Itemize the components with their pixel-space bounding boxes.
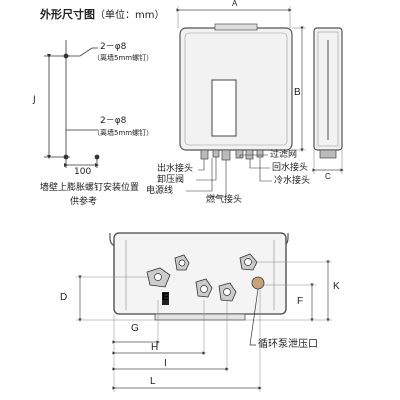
label-return: 回水接头 [272,163,309,173]
mount-hole-bottom [63,154,69,160]
dim-l-label: L [150,376,156,387]
dim-h-label: H [151,342,159,353]
dim-b-label: B [294,87,301,98]
label-pump-relief: 循环泵泄压口 [258,339,318,350]
label-power-cord: 电源线 [146,186,174,196]
mount-caption-line2: 供参考 [70,197,98,207]
dim-k-label: K [333,281,340,292]
label-gas: 燃气接头 [206,195,243,205]
hole-top-note: （离墙5mm螺钉） [93,54,154,62]
hole-top-spec: 2－φ8 [100,42,127,52]
label-filter: 过滤网 [270,150,298,160]
heater-side-view [312,27,344,174]
mount-caption-line1: 墙壁上膨胀螺钉安装位置 [40,183,140,193]
page-title: 外形尺寸图（单位：mm） [40,9,164,21]
dim-c-label: C [325,172,331,181]
hole-bottom-spec: 2－φ8 [100,116,127,126]
dim-g-label: G [131,323,139,334]
title-unit: （单位：mm） [95,10,165,21]
dim-d-label: D [60,292,68,303]
label-outlet: 出水接头 [157,164,194,174]
dim-f-label: F [297,296,304,307]
hole-bottom-note: （离墙5mm螺钉） [93,129,154,137]
dim-100-label: 100 [74,167,92,177]
mount-hole-top [63,53,69,59]
mount-hole-diagram [44,40,99,168]
dim-i-label: I [164,358,167,369]
dim-e-label: E [162,292,169,303]
label-cold: 冷水接头 [274,176,311,186]
title-main: 外形尺寸图 [40,8,95,21]
mount-hole-bottom-right [94,154,100,160]
heater-bottom-view [76,232,332,392]
dim-a-label: A [232,0,238,8]
label-relief-valve: 卸压阀 [157,175,185,185]
dim-j-label: J [33,95,36,105]
heater-front-view [176,6,306,198]
